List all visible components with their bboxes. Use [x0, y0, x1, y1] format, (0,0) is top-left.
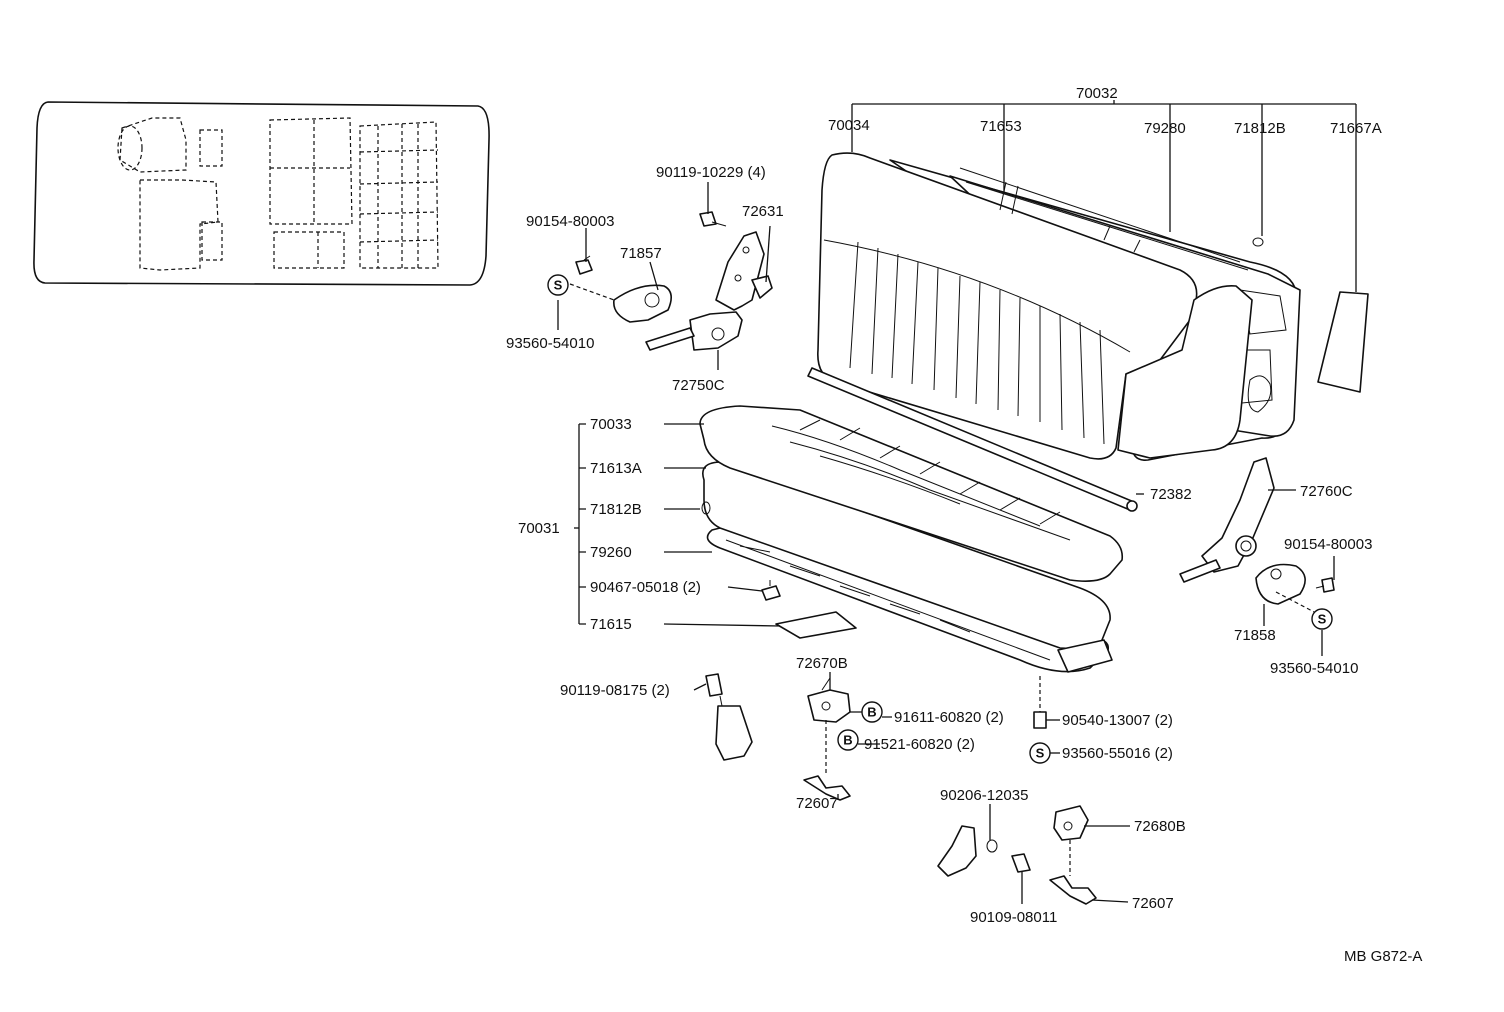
striker-right [1049, 840, 1097, 905]
label-93560-55016: 93560-55016 (2) [1062, 745, 1173, 762]
label-71857: 71857 [620, 245, 662, 262]
label-72680b: 72680B [1134, 818, 1186, 835]
label-79260: 79260 [590, 544, 632, 561]
symbol-s-collar-text: S [1036, 746, 1045, 761]
part-labels: 70032 70034 71653 79280 71812B 71667A 90… [506, 85, 1422, 965]
symbol-s-left-text: S [554, 278, 563, 293]
lock-right [1053, 805, 1089, 841]
symbol-s-right-text: S [1318, 612, 1327, 627]
label-71613a: 71613A [590, 460, 642, 477]
label-72607-left: 72607 [796, 795, 838, 812]
back-board [1317, 291, 1369, 393]
symbol-b-upper-text: B [867, 705, 876, 720]
seatback-assembly [817, 152, 1301, 461]
seat-cushion-assembly [699, 405, 1124, 673]
hinge-upper-left [715, 231, 773, 311]
vehicle-locator-inset [33, 101, 490, 286]
label-90109-08011: 90109-08011 [970, 909, 1057, 926]
label-72631: 72631 [742, 203, 784, 220]
label-90540-13007: 90540-13007 (2) [1062, 712, 1173, 729]
label-70032: 70032 [1076, 85, 1118, 102]
symbol-s-right: S [1311, 608, 1333, 630]
label-72382: 72382 [1150, 486, 1192, 503]
bolt-right [1315, 577, 1335, 593]
label-70033: 70033 [590, 416, 632, 433]
cushion-board [775, 611, 857, 639]
bolt-left [575, 255, 593, 275]
adjuster-right [1179, 457, 1275, 583]
leader-lines [557, 100, 1357, 904]
label-71667a: 71667A [1330, 120, 1382, 137]
label-91611-60820: 91611-60820 (2) [894, 709, 1004, 726]
label-72760c: 72760C [1300, 483, 1353, 500]
drawing-code: MB G872-A [1344, 948, 1422, 965]
label-71858: 71858 [1234, 627, 1276, 644]
screw-upper [699, 211, 727, 227]
label-90206-12035: 90206-12035 [940, 787, 1028, 804]
label-71812b-back: 71812B [1234, 120, 1286, 137]
label-90119-08175: 90119-08175 (2) [560, 682, 670, 699]
label-90467-05018: 90467-05018 (2) [590, 579, 701, 596]
label-79280: 79280 [1144, 120, 1186, 137]
label-72750c: 72750C [672, 377, 725, 394]
label-71812b-cushion: 71812B [590, 501, 642, 518]
cover-right [1255, 563, 1306, 605]
label-72670b: 72670B [796, 655, 848, 672]
label-90154-80003-right: 90154-80003 [1284, 536, 1372, 553]
clip-small [761, 580, 781, 601]
symbol-b-lower: B [837, 729, 859, 751]
collar [1033, 676, 1047, 729]
bracket-bottom [937, 825, 1031, 877]
label-91521-60820: 91521-60820 (2) [864, 736, 975, 753]
cover-left [613, 284, 672, 323]
adjuster-left [645, 311, 743, 351]
label-90154-80003-left: 90154-80003 [526, 213, 614, 230]
bolt-lock-bracket [705, 673, 753, 761]
label-72607-right: 72607 [1132, 895, 1174, 912]
label-93560-54010-right: 93560-54010 [1270, 660, 1358, 677]
symbol-s-collar: S [1029, 742, 1051, 764]
label-93560-54010-left: 93560-54010 [506, 335, 594, 352]
symbol-s-left: S [547, 274, 569, 296]
label-71653: 71653 [980, 118, 1022, 135]
clip-cushion [701, 501, 711, 515]
symbol-b-lower-text: B [843, 733, 852, 748]
label-90119-10229: 90119-10229 (4) [656, 164, 766, 181]
label-70031: 70031 [518, 520, 560, 537]
rod [807, 367, 1138, 512]
symbol-b-upper: B [861, 701, 883, 723]
label-71615: 71615 [590, 616, 632, 633]
lock-left [807, 677, 851, 723]
clip-back [1252, 237, 1264, 247]
label-70034: 70034 [828, 117, 870, 134]
